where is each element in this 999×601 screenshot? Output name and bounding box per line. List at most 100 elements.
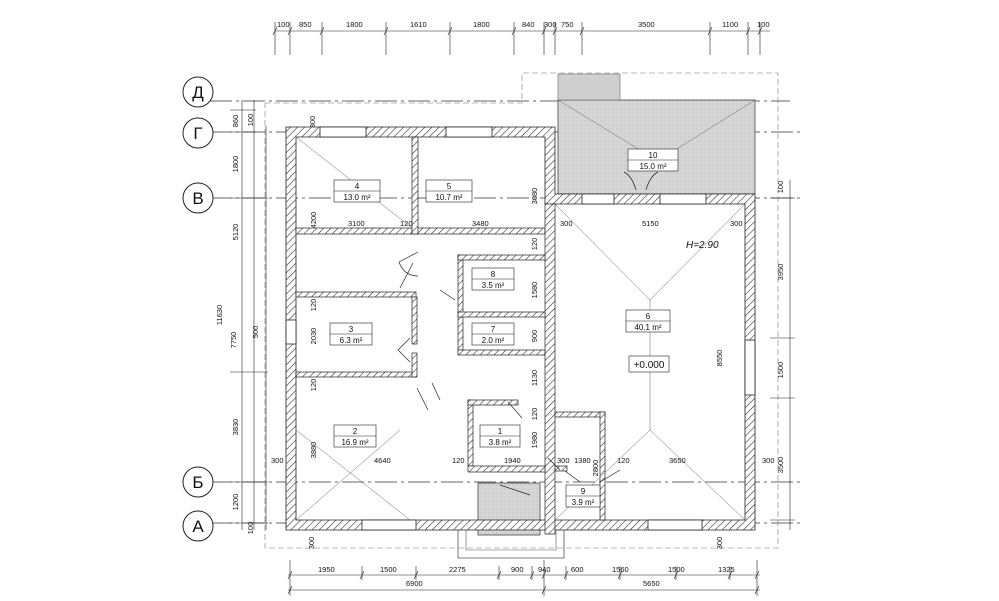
svg-text:1130: 1130 <box>530 370 539 386</box>
svg-text:+0.000: +0.000 <box>634 360 665 371</box>
svg-text:900: 900 <box>511 565 524 574</box>
svg-text:1980: 1980 <box>530 432 539 449</box>
right-dimension-chain <box>770 180 795 530</box>
room-label-8: 8 3.5 m² <box>471 267 515 291</box>
svg-text:2: 2 <box>353 427 358 436</box>
svg-text:300: 300 <box>271 456 284 465</box>
svg-text:Б: Б <box>192 473 203 492</box>
svg-text:1500: 1500 <box>380 565 397 574</box>
room-label-6: 6 40.1 m² <box>625 309 671 333</box>
room-label-3: 3 6.3 m² <box>329 322 373 346</box>
room-label-7: 7 2.0 m² <box>471 322 515 346</box>
svg-text:В: В <box>192 189 203 208</box>
svg-text:А: А <box>192 517 204 536</box>
svg-text:300: 300 <box>308 116 317 129</box>
svg-text:5: 5 <box>447 182 452 191</box>
svg-text:300: 300 <box>762 456 775 465</box>
svg-text:1580: 1580 <box>530 282 539 299</box>
top-dimension-chain <box>272 22 770 55</box>
svg-text:300: 300 <box>715 537 724 550</box>
svg-text:3.8 m²: 3.8 m² <box>489 438 512 447</box>
room-label-2: 2 16.9 m² <box>333 424 377 448</box>
svg-text:3: 3 <box>349 325 354 334</box>
inner-dimension-labels: 3100 120 3480 300 5150 300 4640 120 1940… <box>271 219 775 549</box>
svg-text:1800: 1800 <box>473 20 490 29</box>
svg-text:100: 100 <box>246 522 255 535</box>
doors <box>397 171 659 496</box>
axis-bubble-b: Б <box>182 466 214 498</box>
svg-text:120: 120 <box>530 238 539 251</box>
svg-text:Г: Г <box>193 124 202 143</box>
terrace-area <box>557 99 756 195</box>
svg-text:3.9 m²: 3.9 m² <box>572 498 595 507</box>
svg-text:5650: 5650 <box>643 579 660 588</box>
svg-text:4: 4 <box>355 182 360 191</box>
left-dimension-labels: 860 1800 5120 3830 1200 100 100 11630 77… <box>215 114 318 535</box>
axis-bubble-a: А <box>182 510 214 542</box>
svg-text:11630: 11630 <box>215 305 224 325</box>
svg-text:3100: 3100 <box>348 219 365 228</box>
svg-text:300: 300 <box>560 219 573 228</box>
svg-text:1200: 1200 <box>231 494 240 511</box>
axis-bubble-g: Г <box>182 117 214 149</box>
svg-text:300: 300 <box>557 456 570 465</box>
porch-steps <box>457 528 565 559</box>
svg-text:120: 120 <box>452 456 465 465</box>
svg-text:1800: 1800 <box>231 156 240 173</box>
bottom-dimension-chain <box>287 560 760 596</box>
svg-text:9: 9 <box>581 487 586 496</box>
svg-text:500: 500 <box>251 326 260 339</box>
svg-text:2030: 2030 <box>309 328 318 345</box>
svg-text:10: 10 <box>649 151 658 160</box>
svg-text:850: 850 <box>299 20 312 29</box>
svg-text:1100: 1100 <box>722 20 738 29</box>
ceiling-height-label: H=2.90 <box>686 240 719 251</box>
svg-text:120: 120 <box>530 408 539 421</box>
svg-text:6.3 m²: 6.3 m² <box>340 336 363 345</box>
svg-text:5120: 5120 <box>231 224 240 241</box>
right-dimension-labels: 100 3950 1500 3500 8550 3080 1580 900 11… <box>308 116 785 477</box>
svg-text:8: 8 <box>491 270 496 279</box>
svg-text:5150: 5150 <box>642 219 659 228</box>
svg-text:840: 840 <box>522 20 535 29</box>
svg-text:100: 100 <box>776 181 785 194</box>
axis-bubble-d: Д <box>182 76 214 108</box>
svg-text:1500: 1500 <box>668 565 685 574</box>
svg-text:3080: 3080 <box>530 188 539 205</box>
svg-text:16.9 m²: 16.9 m² <box>341 438 368 447</box>
interior-walls <box>295 136 606 535</box>
svg-text:2275: 2275 <box>449 565 466 574</box>
svg-text:1325: 1325 <box>718 565 735 574</box>
svg-text:15.0 m²: 15.0 m² <box>639 162 666 171</box>
room-label-1: 1 3.8 m² <box>479 424 521 448</box>
room-labels: 10 15.0 m² 4 13.0 m² 5 10.7 m² 8 3.5 m² … <box>329 148 719 508</box>
room-label-5: 5 10.7 m² <box>425 179 473 203</box>
svg-text:3950: 3950 <box>776 264 785 281</box>
svg-text:7: 7 <box>491 325 496 334</box>
svg-text:860: 860 <box>231 115 240 128</box>
axis-bubbles: Д Г В Б А <box>182 76 214 542</box>
svg-text:3880: 3880 <box>309 442 318 459</box>
bottom-dimension-labels: 1950 1500 2275 900 940 600 1560 1500 132… <box>318 565 735 588</box>
axis-bubble-v: В <box>182 182 214 214</box>
svg-text:3830: 3830 <box>231 419 240 436</box>
svg-text:40.1 m²: 40.1 m² <box>634 323 661 332</box>
svg-text:1560: 1560 <box>612 565 629 574</box>
svg-text:940: 940 <box>538 565 551 574</box>
svg-text:3500: 3500 <box>776 457 785 474</box>
svg-text:600: 600 <box>571 565 584 574</box>
svg-text:300: 300 <box>544 20 557 29</box>
svg-text:100: 100 <box>246 114 255 127</box>
svg-text:2800: 2800 <box>591 460 600 477</box>
svg-text:7750: 7750 <box>229 332 238 349</box>
svg-text:900: 900 <box>530 330 539 343</box>
svg-text:4640: 4640 <box>374 456 391 465</box>
svg-text:13.0 m²: 13.0 m² <box>343 193 370 202</box>
porch-steps-inner <box>465 528 557 551</box>
svg-text:Д: Д <box>192 83 204 102</box>
svg-text:120: 120 <box>309 299 318 312</box>
svg-text:3500: 3500 <box>638 20 655 29</box>
room-label-4: 4 13.0 m² <box>333 179 381 203</box>
svg-text:100: 100 <box>757 20 770 29</box>
svg-text:1380: 1380 <box>574 456 591 465</box>
